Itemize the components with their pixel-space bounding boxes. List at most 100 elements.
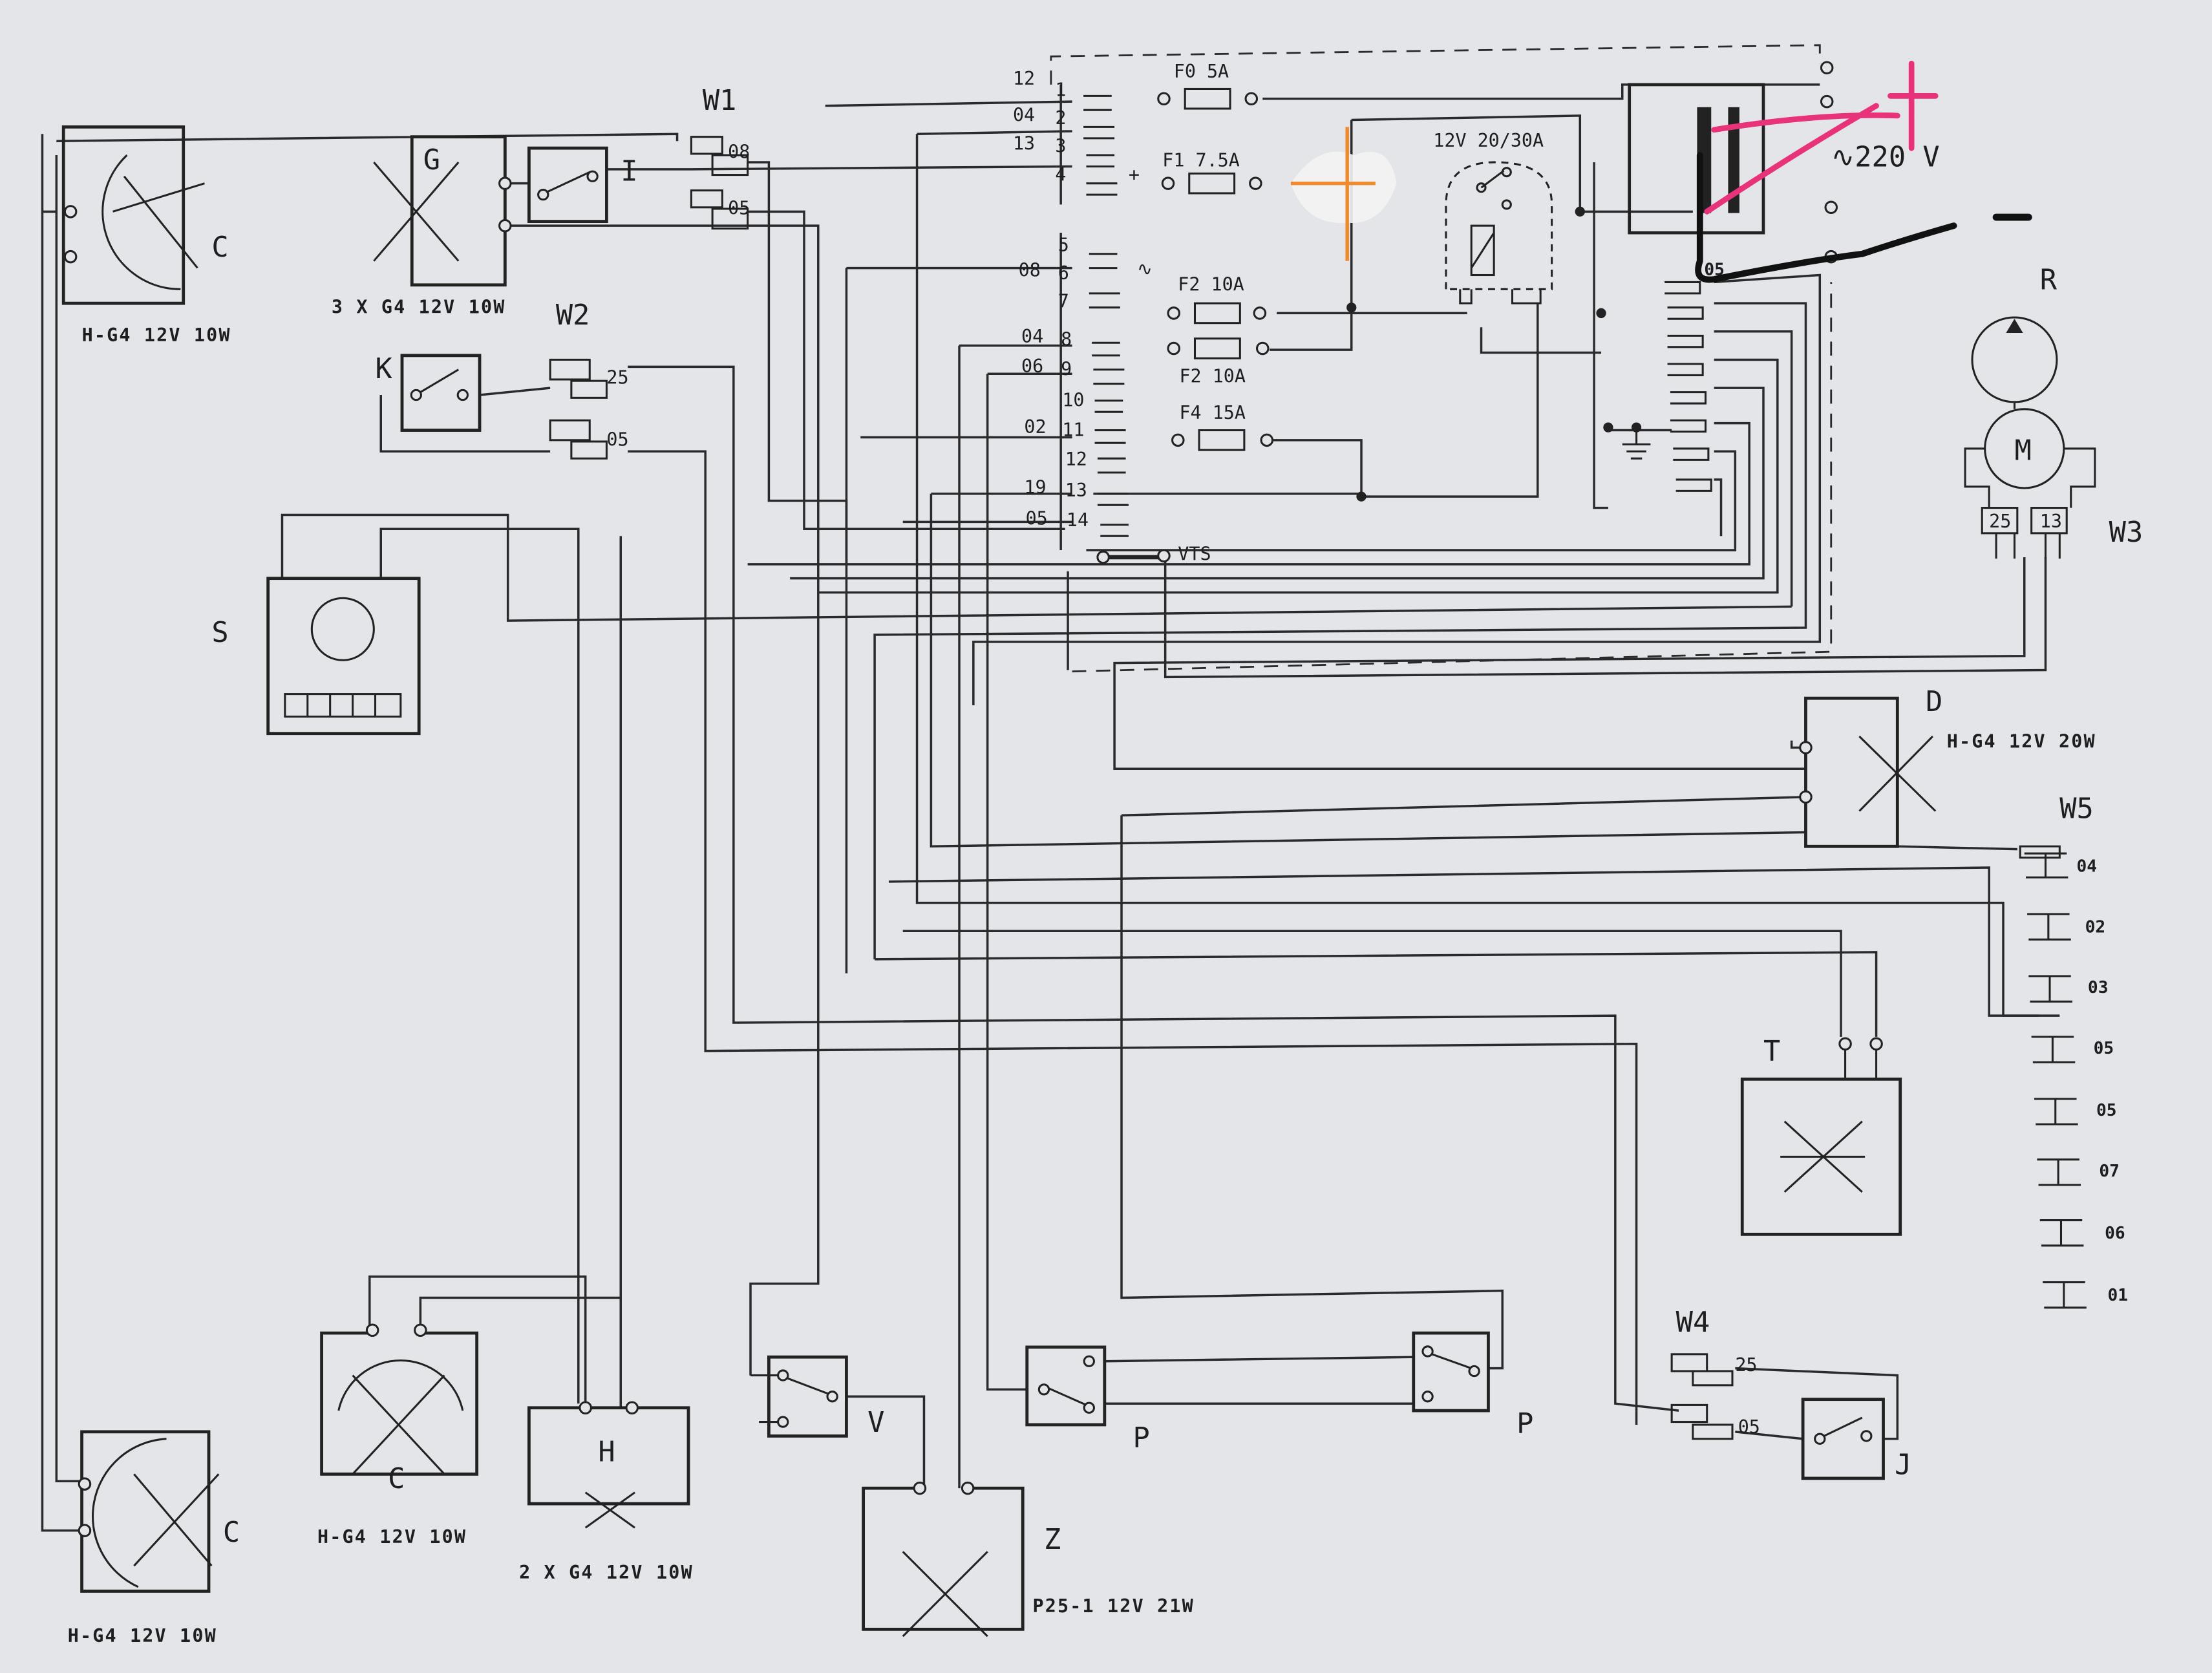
- switch-j-label: J: [1895, 1448, 1911, 1481]
- fuse-label: F0 5A: [1174, 61, 1229, 82]
- lamp-c-bottom: C H-G4 12V 10W: [68, 1430, 240, 1646]
- fuse-f0[interactable]: F0 5A: [1157, 61, 1259, 110]
- ac-symbol: ∿: [1137, 259, 1153, 280]
- charger-voltage-label: ∿220 V: [1831, 140, 1940, 173]
- connector-w3-pin: 13: [2040, 511, 2062, 532]
- lamp-c-bottom-label: C: [223, 1516, 240, 1549]
- connector-w5-pin: 06: [2105, 1224, 2125, 1243]
- switch-j[interactable]: J: [1801, 1398, 1911, 1482]
- connector-w5-pin: 01: [2108, 1286, 2129, 1305]
- switch-v-label: V: [867, 1406, 884, 1439]
- wire-code: 19: [1024, 477, 1046, 498]
- switch-p-left-label: P: [1133, 1422, 1149, 1455]
- pink-plus-annotation: [1704, 60, 1939, 215]
- connector-w5: W5 04 02 03 05 05 07 06 01: [2019, 793, 2129, 1309]
- lamp-h-spec: 2 X G4 12V 10W: [519, 1562, 694, 1583]
- relay-label: 12V 20/30A: [1433, 130, 1544, 151]
- wire-code: 13: [1013, 133, 1035, 154]
- terminal-numbers: 1 2 3 4 5 6 7 8 9 10 11 12 13 14: [1055, 79, 1089, 531]
- lamp-c-mid-label: C: [388, 1462, 405, 1495]
- connector-w5-pin: 05: [2094, 1039, 2114, 1058]
- connector-w3-pin: 25: [1989, 511, 2011, 532]
- switch-p-right-label: P: [1516, 1407, 1533, 1440]
- connector-w4: W4 25 05: [1670, 1306, 1760, 1440]
- lamp-c-mid: C H-G4 12V 10W: [317, 1323, 479, 1548]
- switch-k-label: K: [376, 352, 393, 385]
- switch-i-label: I: [621, 155, 637, 187]
- lamp-z: Z P25-1 12V 21W: [862, 1481, 1193, 1637]
- wire-code: 04: [1013, 105, 1035, 126]
- terminal-number: 8: [1061, 329, 1072, 350]
- lamp-c-top-label: C: [211, 231, 228, 264]
- fuses: F0 5A F1 7.5A F2 10A F2 10A F4 15A: [1157, 61, 1367, 502]
- lamp-c-top: C H-G4 12V 10W: [61, 125, 229, 346]
- lamp-z-label: Z: [1044, 1523, 1061, 1556]
- lamp-c-mid-spec: H-G4 12V 10W: [317, 1526, 467, 1548]
- connector-w1-label: W1: [703, 84, 737, 117]
- terminal-number: 5: [1058, 234, 1069, 255]
- connector-w5-pin: 03: [2088, 978, 2109, 997]
- vts-label: VTS: [1178, 543, 1211, 564]
- terminal-number: 11: [1062, 419, 1084, 440]
- terminal-number: 9: [1061, 358, 1072, 379]
- connector-w2-pin: 05: [606, 429, 628, 451]
- lamp-t: T: [1740, 1035, 1902, 1236]
- black-minus-wire-annotation: [1695, 152, 1957, 283]
- connector-w3: 25 13 W3: [1981, 507, 2143, 559]
- connector-w4-pin: 05: [1738, 1416, 1760, 1438]
- lamp-h-label: H: [598, 1436, 615, 1469]
- orange-mark: [1290, 127, 1376, 261]
- connector-w2-label: W2: [556, 299, 590, 332]
- switch-v[interactable]: V: [750, 1355, 884, 1439]
- lamp-d-spec: H-G4 12V 20W: [1947, 731, 2096, 752]
- wire-codes: 12 04 13 08 04 06 02 19 05: [1013, 68, 1048, 529]
- fuse-f1[interactable]: F1 7.5A: [1161, 149, 1262, 195]
- connector-w3-label: W3: [2109, 516, 2143, 549]
- relay: 12V 20/30A: [1433, 130, 1553, 304]
- wire-code: 08: [1019, 260, 1041, 281]
- switch-p-left[interactable]: P: [1025, 1345, 1150, 1455]
- connector-w1-pin: 05: [728, 198, 750, 219]
- pump-r: R M: [1964, 263, 2096, 508]
- lamp-t-label: T: [1763, 1035, 1780, 1068]
- wires: [41, 44, 2060, 1532]
- lamp-c-bottom-spec: H-G4 12V 10W: [68, 1625, 217, 1646]
- lamp-d: D H-G4 12V 20W: [1799, 685, 2096, 848]
- lamp-h: H 2 X G4 12V 10W: [519, 1401, 694, 1583]
- fuse-label: F2 10A: [1179, 365, 1245, 387]
- switch-k[interactable]: K: [376, 352, 482, 432]
- terminal-number: 2: [1055, 107, 1066, 129]
- switch-i[interactable]: I: [527, 146, 638, 223]
- terminal-slots: [1083, 94, 1129, 537]
- fuse-f4[interactable]: F4 15A: [1171, 402, 1274, 451]
- connector-w2-pin: 25: [606, 367, 628, 389]
- lamp-g-label: G: [423, 144, 440, 176]
- terminal-strip: 1 2 3 4 5 6 7 8 9 10 11 12 13 14 12 04 1…: [1013, 68, 1211, 670]
- connector-w5-pin: 05: [2096, 1101, 2117, 1120]
- switch-p-right[interactable]: P: [1412, 1331, 1534, 1440]
- terminal-number: 1: [1055, 79, 1066, 100]
- terminal-number: 10: [1062, 389, 1084, 410]
- connector-w1-pin: 08: [728, 141, 750, 162]
- pump-r-label: R: [2040, 263, 2058, 296]
- wire-code: 05: [1026, 508, 1048, 529]
- terminal-number: 14: [1067, 509, 1089, 531]
- white-scribble: [1290, 151, 1397, 224]
- connector-w5-pin: 07: [2099, 1162, 2120, 1181]
- wire-code: 04: [1021, 326, 1043, 347]
- lamp-d-label: D: [1926, 685, 1942, 718]
- hand-annotations: [1290, 60, 2032, 283]
- connector-w4-label: W4: [1676, 1306, 1710, 1339]
- terminal-number: 13: [1065, 480, 1087, 501]
- lamp-g: G 3 X G4 12V 10W: [332, 135, 512, 317]
- sensor-s-label: S: [211, 616, 228, 649]
- terminal-number: 4: [1055, 164, 1066, 185]
- motor-m-label: M: [2014, 434, 2031, 467]
- wire-code: 02: [1024, 416, 1046, 438]
- lamp-g-spec: 3 X G4 12V 10W: [332, 296, 506, 317]
- fuse-f2-b[interactable]: F2 10A: [1167, 337, 1270, 387]
- fuse-f2-a[interactable]: F2 10A: [1167, 274, 1267, 325]
- wire-code: 06: [1021, 356, 1043, 377]
- terminal-number: 12: [1065, 449, 1087, 470]
